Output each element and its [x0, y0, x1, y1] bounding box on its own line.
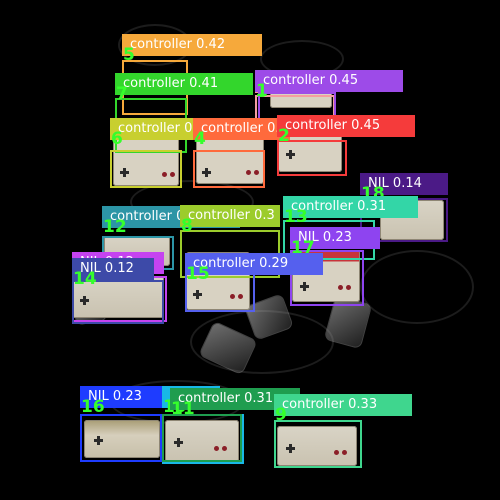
detection-index: 12 [103, 217, 127, 237]
detection-index: 7 [116, 84, 128, 104]
detection-label: controller 0.44 [193, 118, 296, 140]
detection-label: controller 0.45 [255, 70, 403, 92]
detection-label: NIL 0.14 [360, 173, 448, 195]
detection-index: 4 [194, 129, 206, 149]
detection-label: controller 0.31 [283, 196, 418, 218]
detection-index: 6 [111, 129, 123, 149]
detection-index: 17 [291, 238, 315, 258]
detection-index: 13 [284, 207, 308, 227]
detection-index: 5 [123, 45, 135, 65]
detection-label: NIL 0.12 [72, 258, 154, 280]
detection-index: 9 [275, 405, 287, 425]
detection-label: NIL 0.23 [80, 386, 168, 408]
detection-index: 14 [73, 269, 97, 289]
detection-label: controller 0.45 [277, 115, 415, 137]
detection-index: 11 [171, 399, 195, 419]
detection-label: controller 0.29 [185, 253, 323, 275]
detection-index: 8 [181, 216, 193, 236]
detection-label: controller 0.42 [122, 34, 262, 56]
detection-index: 16 [81, 397, 105, 417]
detection-label: controller 0.31 [170, 388, 300, 410]
detection-label: controller 0.41 [115, 73, 253, 95]
detection-index: 1 [256, 81, 268, 101]
detection-index: 15 [186, 264, 210, 284]
detection-label: NIL 0.23 [290, 227, 380, 249]
detection-index: 2 [278, 126, 290, 146]
detection-label: controller 0.33 [274, 394, 412, 416]
detection-label: controller 0.3 [180, 205, 280, 227]
